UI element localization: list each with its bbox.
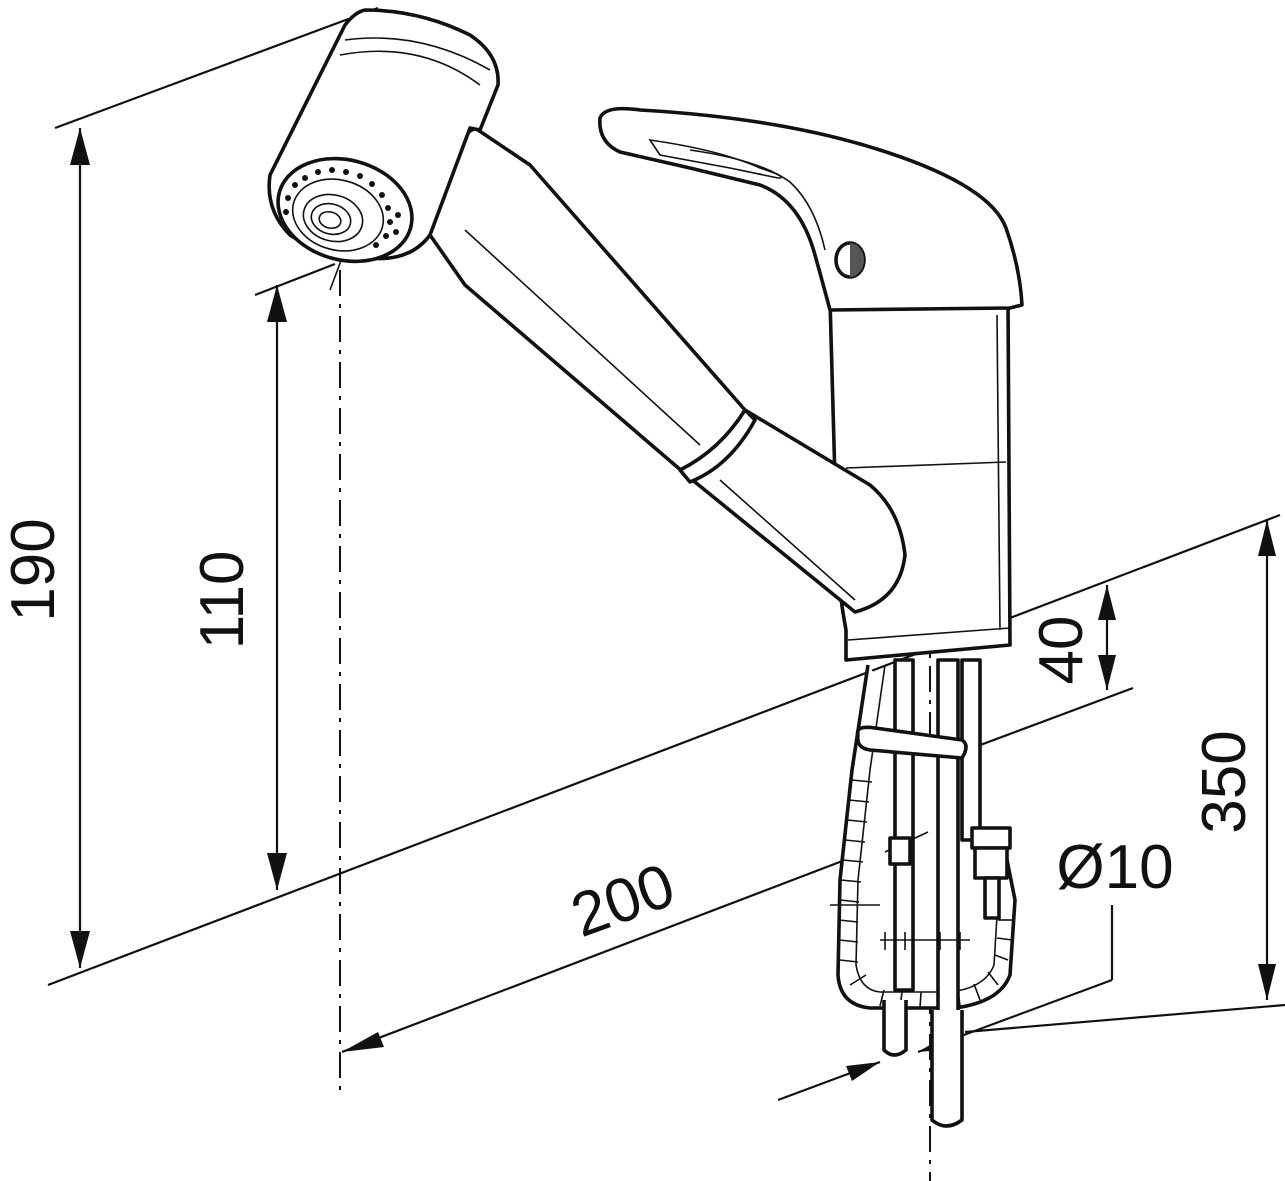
dim-label-200: 200 <box>563 851 684 951</box>
dim-label-110: 110 <box>188 551 257 650</box>
dim-label-40: 40 <box>1027 616 1096 685</box>
supply-hoses <box>830 658 1017 1128</box>
spout-arm <box>428 126 907 614</box>
dim-label-diameter-10: Ø10 <box>1056 833 1173 902</box>
dim-label-350: 350 <box>1190 730 1259 833</box>
dim-label-190: 190 <box>0 518 68 621</box>
faucet-illustration <box>267 8 1024 1128</box>
